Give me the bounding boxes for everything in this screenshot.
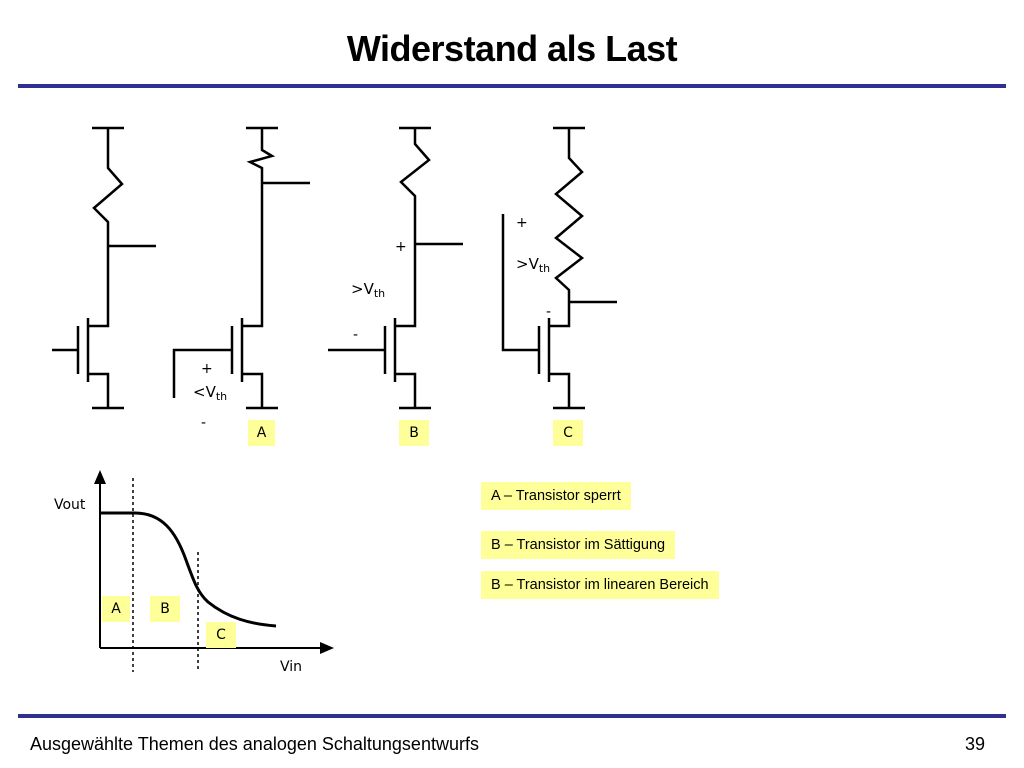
legend-item-b-saturation: B – Transistor im Sättigung xyxy=(481,531,676,559)
circuit-a-tag: A xyxy=(248,420,275,446)
circuit-a xyxy=(172,126,310,410)
circuit-c-minus: - xyxy=(546,304,552,320)
title-rule xyxy=(18,84,1006,88)
circuit-c-vth-label: >Vth xyxy=(516,255,551,275)
footer-text: Ausgewählte Themen des analogen Schaltun… xyxy=(30,734,479,754)
legend-item-b-linear: B – Transistor im linearen Bereich xyxy=(481,571,719,599)
footer-rule xyxy=(18,714,1006,718)
circuit-a-minus: - xyxy=(201,415,207,431)
circuit-c-tag: C xyxy=(553,420,583,446)
graph-x-label: Vin xyxy=(280,659,303,675)
circuit-b-plus: + xyxy=(395,239,407,255)
circuit-c xyxy=(501,126,617,410)
graph-region-b: B xyxy=(150,596,180,622)
graph-region-a: A xyxy=(102,596,130,622)
graph-region-c: C xyxy=(206,622,236,648)
slide-title: Widerstand als Last xyxy=(346,28,678,69)
circuit-b-vth-label: >Vth xyxy=(351,280,386,300)
circuit-b-minus: - xyxy=(353,327,359,343)
circuit-b-tag: B xyxy=(399,420,429,446)
legend-item-a: A – Transistor sperrt xyxy=(481,482,631,510)
graph-y-label: Vout xyxy=(54,497,86,513)
page-number: 39 xyxy=(965,734,986,754)
circuit-a-plus: + xyxy=(201,361,213,377)
circuit-a-vth-label: <Vth xyxy=(193,383,228,403)
circuit-b xyxy=(328,126,463,410)
transfer-graph xyxy=(94,470,334,672)
circuit-1 xyxy=(52,126,156,410)
circuit-c-plus: + xyxy=(516,215,528,231)
